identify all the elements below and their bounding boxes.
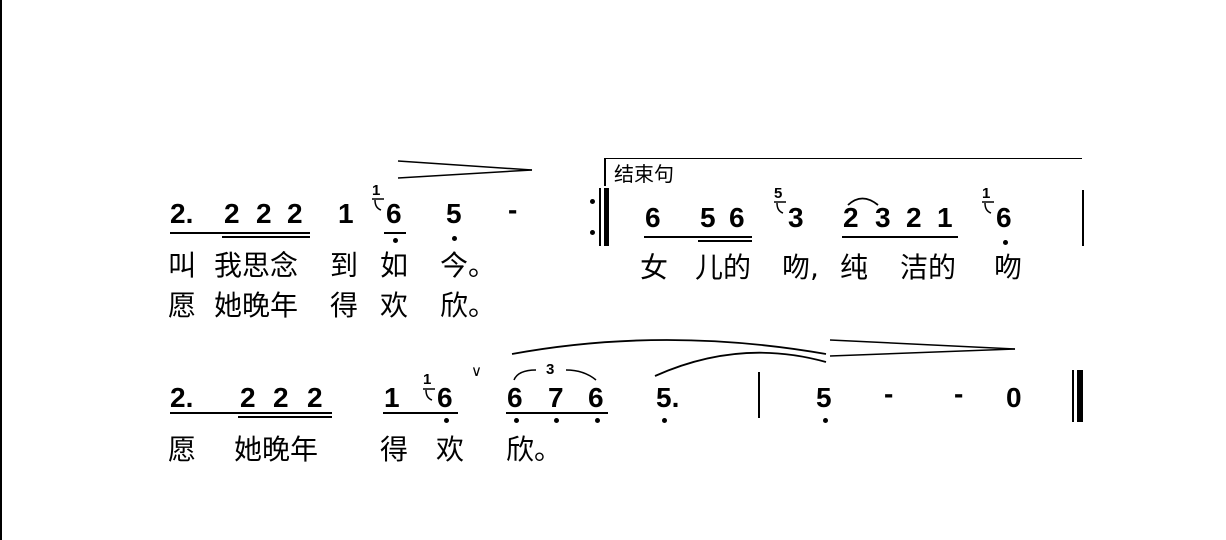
- lyric: 她晚年: [234, 433, 319, 466]
- low-octave-dot: [1003, 240, 1008, 245]
- note-2: 2: [307, 382, 323, 413]
- underline: [506, 412, 608, 414]
- underline: [842, 236, 958, 238]
- lyric: 纯: [840, 251, 869, 284]
- low-octave-dot: [444, 418, 449, 423]
- note-2: 2: [224, 198, 240, 229]
- lyric: 她晚年: [214, 289, 299, 322]
- lyric: 得: [380, 433, 409, 466]
- lyric: 愿: [168, 433, 197, 466]
- note-5-low: 5: [446, 198, 462, 229]
- dash: -: [508, 194, 518, 225]
- grace-note: 1: [423, 371, 432, 388]
- underline-double: [222, 236, 310, 238]
- note-2: 2: [273, 382, 289, 413]
- low-octave-dot: [554, 418, 559, 423]
- note-3: 3: [875, 202, 891, 233]
- note-1: 1: [384, 382, 400, 413]
- note-6-low: 6: [386, 198, 402, 229]
- lyric: 吻,: [782, 251, 819, 284]
- breath-mark: ∨: [471, 363, 482, 380]
- lyric: 儿的: [695, 251, 752, 284]
- underline-double: [238, 416, 332, 418]
- low-octave-dot: [595, 418, 600, 423]
- note-2-dotted: 2.: [170, 198, 194, 229]
- section-bracket-left: [604, 158, 606, 186]
- lyric: 得: [330, 289, 359, 322]
- note-6: 6: [729, 202, 745, 233]
- final-barline-thin: [1072, 370, 1074, 422]
- lyric: 如: [380, 249, 409, 282]
- final-barline-thick: [1077, 370, 1083, 422]
- barline-thick: [604, 188, 609, 246]
- lyric: 今。: [440, 249, 497, 282]
- lyric: 洁的: [900, 251, 957, 284]
- low-octave-dot: [823, 418, 828, 423]
- dash: -: [954, 378, 964, 409]
- rest-0: 0: [1006, 382, 1022, 413]
- barline: [758, 372, 760, 418]
- note-6-low: 6: [507, 382, 523, 413]
- low-octave-dot: [662, 418, 667, 423]
- grace-note: 5: [774, 185, 783, 202]
- low-octave-dot: [452, 236, 457, 241]
- underline-double: [698, 240, 752, 242]
- lyric: 叫: [168, 249, 197, 282]
- note-2: 2: [256, 198, 272, 229]
- dash: -: [884, 378, 894, 409]
- underline: [384, 232, 406, 234]
- note-3: 3: [788, 202, 804, 233]
- note-5-dotted-low: 5.: [656, 382, 680, 413]
- note-2-dotted: 2.: [170, 382, 194, 413]
- section-bracket-top: [604, 158, 1082, 159]
- repeat-dot: [590, 199, 595, 204]
- note-7-low: 7: [548, 382, 564, 413]
- page-edge-line: [0, 0, 2, 540]
- note-5: 5: [700, 202, 716, 233]
- note-6-low: 6: [437, 382, 453, 413]
- low-octave-dot: [393, 238, 398, 243]
- underline: [644, 236, 752, 238]
- underline: [170, 232, 310, 234]
- lyric: 我思念: [214, 249, 299, 282]
- barline: [1082, 190, 1084, 246]
- barline-thin: [599, 188, 601, 246]
- section-label: 结束句: [614, 162, 674, 186]
- tuplet-number: 3: [546, 361, 555, 378]
- note-6: 6: [645, 202, 661, 233]
- repeat-dot: [590, 230, 595, 235]
- note-6-low: 6: [996, 202, 1012, 233]
- underline: [170, 412, 332, 414]
- note-5-low: 5: [816, 382, 832, 413]
- low-octave-dot: [514, 418, 519, 423]
- note-1: 1: [338, 198, 354, 229]
- note-2: 2: [287, 198, 303, 229]
- note-2: 2: [240, 382, 256, 413]
- note-2: 2: [906, 202, 922, 233]
- note-1: 1: [937, 202, 953, 233]
- lyric: 欢: [380, 289, 409, 322]
- lyric: 女: [640, 251, 669, 284]
- lyric: 欣。: [440, 289, 497, 322]
- underline: [383, 412, 458, 414]
- lyric: 欢: [436, 433, 465, 466]
- grace-note: 1: [372, 182, 381, 199]
- lyric: 欣。: [506, 433, 563, 466]
- lyric: 吻: [994, 251, 1023, 284]
- lyric: 到: [330, 249, 359, 282]
- note-6-low: 6: [588, 382, 604, 413]
- lyric: 愿: [168, 289, 197, 322]
- note-2: 2: [843, 202, 859, 233]
- grace-note: 1: [982, 185, 991, 202]
